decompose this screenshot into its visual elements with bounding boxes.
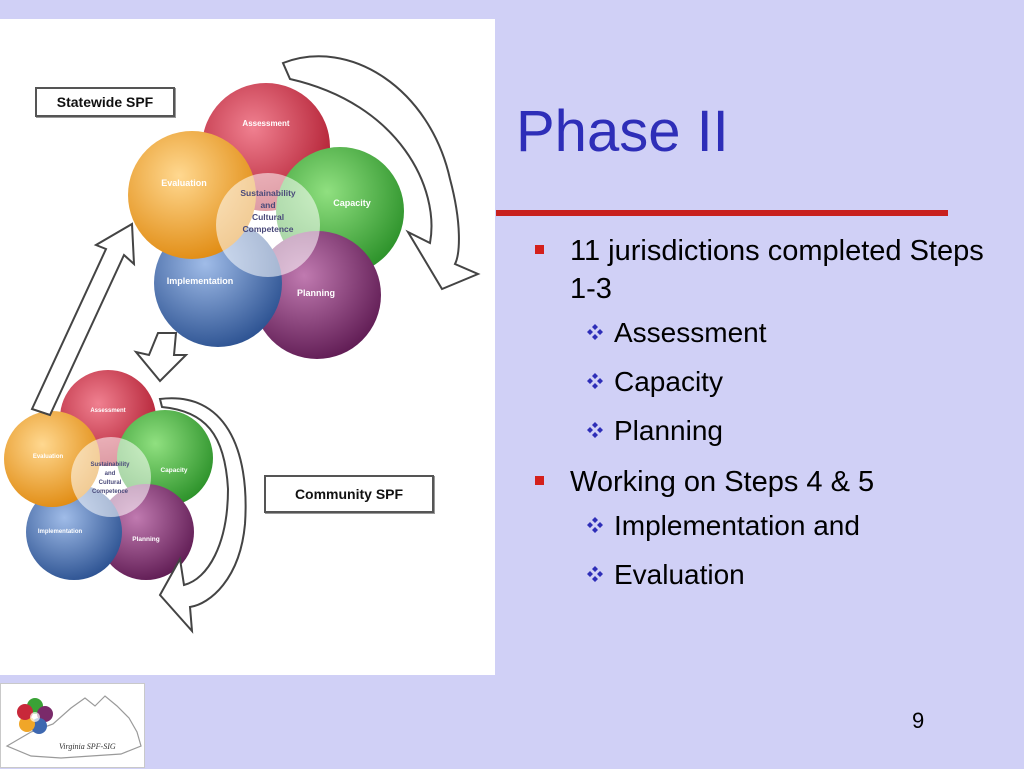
spf-diagram: Assessment Capacity Planning Implementat… [0,19,495,675]
sub-bullet-text: Planning [614,415,723,446]
bullet-item: Working on Steps 4 & 5 [530,463,1010,501]
bullet-item: 11 jurisdictions completed Steps 1-3 [530,232,1010,308]
capacity-label: Capacity [160,467,187,474]
capacity-label: Capacity [333,198,371,208]
curved-arrow-icon [158,397,247,634]
square-bullet-icon [535,245,544,254]
center-label-line: Sustainability [90,462,130,468]
bullet-text: 11 jurisdictions completed Steps 1-3 [570,235,984,305]
center-overlay [216,173,320,277]
center-label-line: Cultural [252,212,284,222]
sub-bullet-item: Evaluation [530,558,1010,592]
center-label-line: Cultural [99,480,122,486]
planning-label: Planning [297,288,335,298]
page-number: 9 [912,708,925,733]
center-overlay [71,437,151,517]
slide-title: Phase II [516,99,729,164]
statewide-cycle: Assessment Capacity Planning Implementat… [128,83,404,359]
bullet-text: Working on Steps 4 & 5 [570,466,875,498]
square-bullet-icon [535,476,544,485]
title-divider [496,210,948,216]
implementation-label: Implementation [38,529,83,535]
diamond-bullet-icon [587,373,603,389]
center-label-line: and [260,200,275,210]
sub-bullet-text: Implementation and [614,510,860,541]
diamond-bullet-icon [587,517,603,533]
curved-arrow-icon [281,55,481,291]
bullet-list: 11 jurisdictions completed Steps 1-3 Ass… [530,232,1010,607]
center-label-line: Sustainability [240,188,296,198]
center-label-line: Competence [92,489,129,495]
center-label-line: and [105,471,116,477]
down-arrow-icon [133,332,189,383]
sub-bullet-item: Assessment [530,316,1010,350]
sub-bullet-text: Capacity [614,366,723,397]
assessment-label: Assessment [90,408,125,414]
evaluation-label: Evaluation [33,454,64,460]
implementation-label: Implementation [167,276,234,286]
statewide-spf-label: Statewide SPF [35,87,175,117]
diamond-bullet-icon [587,324,603,340]
up-arrow-icon [30,222,136,417]
virginia-spf-sig-logo: Virginia SPF-SIG [0,683,145,768]
virginia-map-icon [5,695,142,759]
sub-bullet-text: Evaluation [614,559,745,590]
evaluation-label: Evaluation [161,178,207,188]
diamond-bullet-icon [587,422,603,438]
sub-bullet-text: Assessment [614,317,767,348]
planning-label: Planning [132,536,159,543]
center-label-line: Competence [242,224,293,234]
assessment-label: Assessment [242,119,289,128]
sub-bullet-item: Capacity [530,365,1010,399]
diamond-bullet-icon [587,566,603,582]
logo-caption: Virginia SPF-SIG [59,742,116,751]
sub-bullet-item: Planning [530,414,1010,448]
community-spf-label: Community SPF [264,475,434,513]
community-cycle: Assessment Capacity Planning Implementat… [4,370,213,580]
sub-bullet-item: Implementation and [530,509,1010,543]
